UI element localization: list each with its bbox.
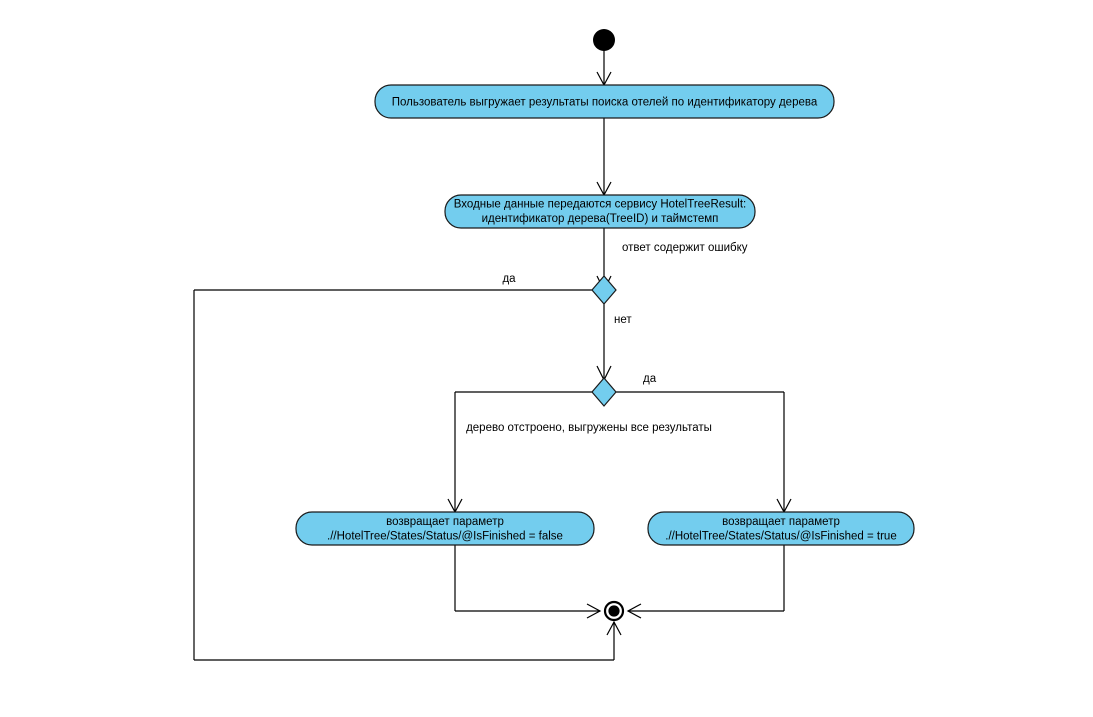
activity-node-4	[647, 511, 915, 546]
activity-node-2	[444, 194, 756, 229]
activity-node-3	[295, 511, 595, 546]
final-node	[608, 605, 620, 617]
activity-node-4-label-line-1: возвращает параметр	[722, 516, 840, 528]
initial-node	[593, 29, 615, 51]
edge-label-decision-2-condition: дерево отстроено, выгружены все результа…	[466, 422, 712, 434]
decision-node-2	[591, 377, 617, 407]
decision-node-1	[591, 275, 617, 305]
activity-node-1	[374, 84, 835, 119]
activity-node-3-label-line-1: возвращает параметр	[386, 516, 504, 528]
arrowhead-final-from-left	[586, 603, 602, 619]
activity-node-4-label-line-2: .//HotelTree/States/Status/@IsFinished =…	[665, 531, 896, 543]
edge-label-error-condition: ответ содержит ошибку	[622, 242, 748, 254]
edge-label-decision-1-yes: да	[502, 273, 516, 285]
activity-node-1-label: Пользователь выгружает результаты поиска…	[392, 97, 818, 109]
edge-label-decision-1-no: нет	[614, 314, 632, 326]
arrowhead-final-from-bottom	[606, 620, 622, 636]
arrowhead-final-from-right	[626, 603, 642, 619]
activity-node-2-label-line-2: идентификатор дерева(TreeID) и таймстемп	[482, 213, 719, 225]
activity-node-3-label-line-2: .//HotelTree/States/Status/@IsFinished =…	[327, 531, 563, 543]
edge-label-decision-2-yes: да	[643, 373, 657, 385]
activity-node-2-label-line-1: Входные данные передаются сервису HotelT…	[454, 199, 746, 211]
